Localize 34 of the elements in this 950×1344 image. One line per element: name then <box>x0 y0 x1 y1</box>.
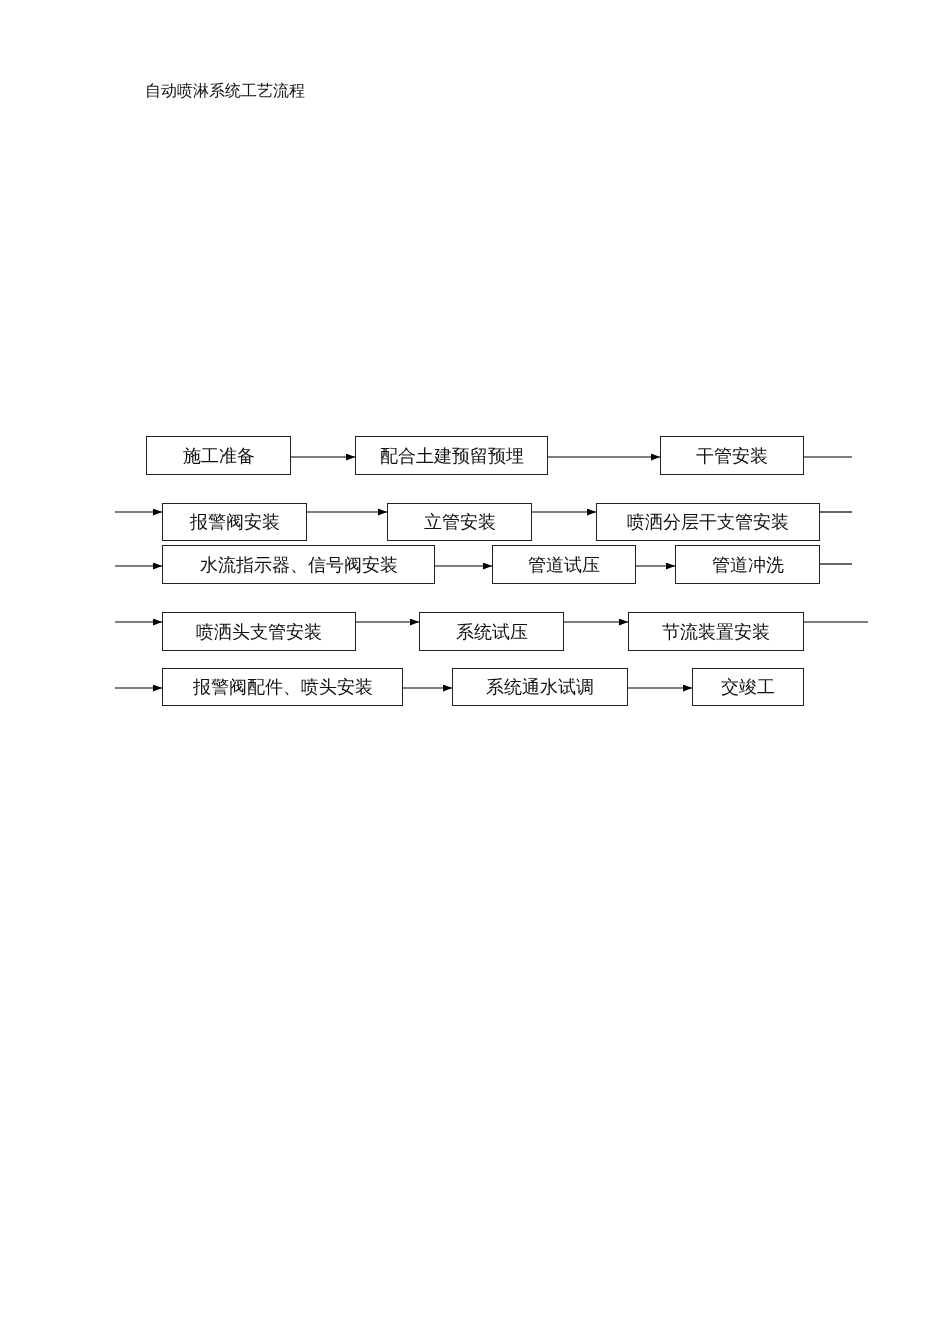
process-box: 管道试压 <box>492 545 636 584</box>
process-box: 干管安装 <box>660 436 804 475</box>
diagram-title: 自动喷淋系统工艺流程 <box>145 81 305 101</box>
process-box: 报警阀配件、喷头安装 <box>162 668 403 706</box>
flow-line <box>819 563 853 565</box>
flow-arrow <box>114 562 163 570</box>
flow-arrow <box>563 618 629 626</box>
flow-arrow <box>114 684 163 692</box>
flow-arrow <box>531 508 597 516</box>
process-box: 喷洒头支管安装 <box>162 612 356 651</box>
flow-arrow <box>306 508 388 516</box>
flow-arrow <box>402 684 453 692</box>
flow-arrow <box>290 453 356 461</box>
process-box: 喷洒分层干支管安装 <box>596 503 820 541</box>
process-box: 施工准备 <box>146 436 291 475</box>
flow-arrow <box>355 618 420 626</box>
process-box: 管道冲洗 <box>675 545 820 584</box>
process-box: 水流指示器、信号阀安装 <box>162 545 435 584</box>
process-box: 配合土建预留预埋 <box>355 436 548 475</box>
flow-arrow <box>114 618 163 626</box>
process-box: 节流装置安装 <box>628 612 804 651</box>
flow-line <box>803 456 853 458</box>
process-box: 系统通水试调 <box>452 668 628 706</box>
flow-arrow <box>547 453 661 461</box>
process-box: 报警阀安装 <box>162 503 307 541</box>
flow-arrow <box>114 508 163 516</box>
flow-arrow <box>627 684 693 692</box>
flow-line <box>803 621 869 623</box>
flow-line <box>819 511 853 513</box>
flow-arrow <box>635 562 676 570</box>
process-box: 系统试压 <box>419 612 564 651</box>
flow-arrow <box>434 562 493 570</box>
process-box: 立管安装 <box>387 503 532 541</box>
process-box: 交竣工 <box>692 668 804 706</box>
